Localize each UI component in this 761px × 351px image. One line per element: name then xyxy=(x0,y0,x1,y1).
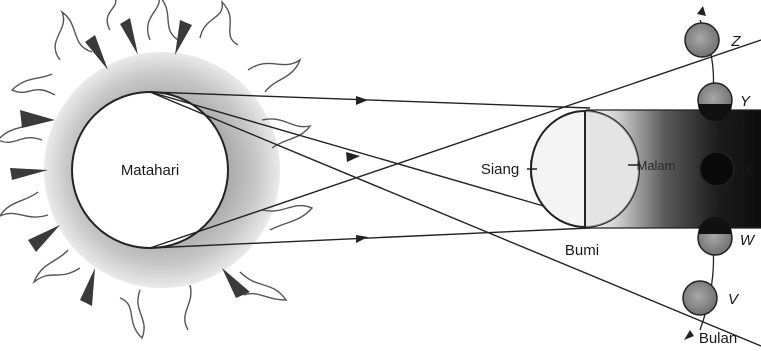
sun-label: Matahari xyxy=(121,162,179,179)
arrow-top xyxy=(356,96,368,105)
arrow-middle xyxy=(346,152,360,162)
moon-label-v: V xyxy=(728,291,740,308)
night-label: Malam xyxy=(636,158,675,173)
moon-label: Bulan xyxy=(699,330,737,347)
moon-label-x: X xyxy=(742,162,754,179)
ray-arrows xyxy=(346,96,368,243)
moon-label-y: Y xyxy=(740,93,751,110)
moon-label-w: W xyxy=(740,232,756,249)
moon-v: V xyxy=(683,281,740,315)
earth-label: Bumi xyxy=(565,242,599,259)
day-label: Siang xyxy=(481,161,519,178)
moon-z: Z xyxy=(685,23,741,57)
moon-label-z: Z xyxy=(730,33,741,50)
arrow-bottom xyxy=(356,235,368,243)
sun: Matahari xyxy=(0,0,312,338)
